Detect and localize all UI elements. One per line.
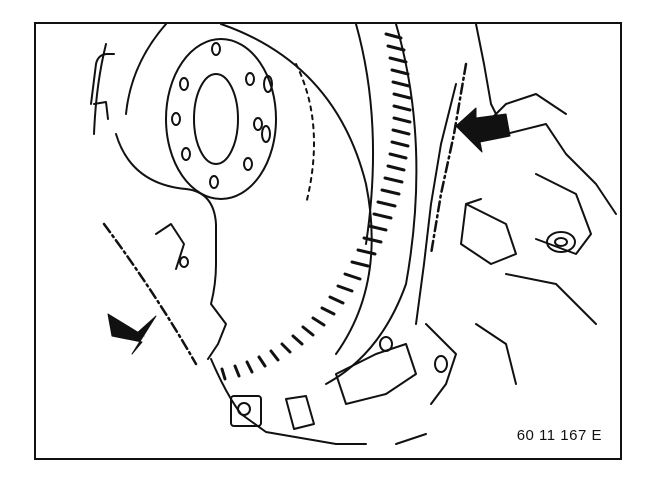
seal-cover: [90, 53, 227, 360]
reference-code: 60 11 167 E: [516, 427, 602, 444]
flywheel-disc: [93, 24, 418, 385]
upper-right-arrow: [455, 107, 511, 153]
engine-housing: [415, 24, 617, 405]
technical-illustration-frame: 60 11 167 E: [34, 22, 622, 460]
ring-gear-teeth: [220, 32, 412, 381]
flywheel-hub: [165, 38, 315, 205]
flywheel-drawing: [90, 24, 617, 445]
lower-left-arrow: [107, 313, 157, 355]
bellhousing-flange: [210, 336, 427, 445]
housing-seam-lines: [102, 62, 468, 366]
